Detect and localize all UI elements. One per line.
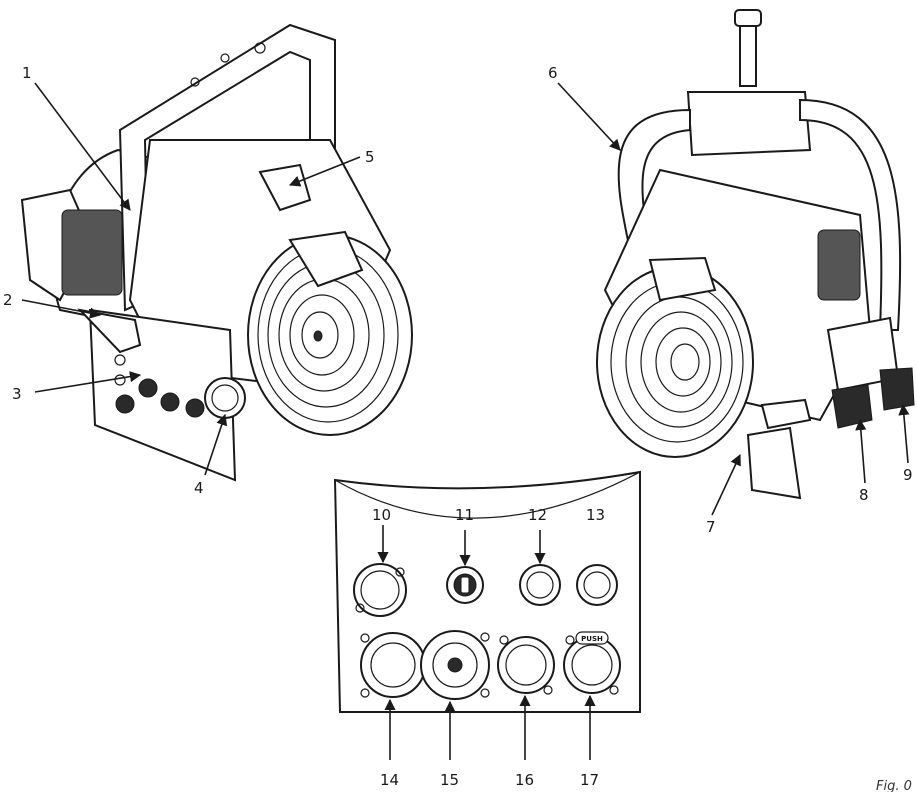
- lock-knob-9: [879, 367, 915, 411]
- lock-knob-8: [831, 384, 873, 429]
- callout-labels: 1 2 3 4 5 6 7 8 9 10 11 12 13 14 15 16 1…: [3, 64, 913, 792]
- yoke-mount: [686, 91, 812, 157]
- connector-14: [360, 632, 426, 698]
- callout-17: 17: [580, 771, 599, 789]
- callout-14: 14: [380, 771, 399, 789]
- spigot-top: [734, 9, 762, 27]
- callout-15: 15: [440, 771, 459, 789]
- connector-panel: PUSH: [333, 470, 641, 713]
- push-tab: [575, 631, 609, 645]
- connector-13: [576, 564, 618, 606]
- connector-12: [519, 564, 561, 606]
- tilt-lever: [77, 308, 142, 354]
- callout-5: 5: [365, 148, 375, 166]
- connector-10: [353, 563, 407, 617]
- right-fixture: [596, 9, 915, 500]
- rear-grip: [746, 426, 802, 500]
- callout-1: 1: [22, 64, 32, 82]
- spigot-shaft: [739, 25, 757, 87]
- figure-label: Fig. 0: [876, 779, 912, 792]
- callout-6: 6: [548, 64, 558, 82]
- callout-10: 10: [372, 506, 391, 524]
- connector-16: [497, 635, 555, 695]
- push-label: PUSH: [581, 635, 603, 643]
- callout-16: 16: [515, 771, 534, 789]
- callout-11: 11: [455, 506, 474, 524]
- callout-8: 8: [859, 486, 869, 504]
- connector-15: [420, 630, 490, 700]
- connector-17: PUSH: [563, 631, 621, 695]
- yoke-right-arm: [799, 98, 902, 331]
- rear-vent: [61, 209, 123, 296]
- side-vent: [817, 229, 861, 301]
- callout-4: 4: [194, 479, 204, 497]
- accessory-clamp: [288, 230, 364, 288]
- callout-3: 3: [12, 385, 22, 403]
- base-box: [88, 308, 237, 482]
- connector-11-fuse: [446, 566, 484, 604]
- leader-lines: [21, 82, 910, 760]
- left-fixture: [20, 23, 413, 482]
- rear-clamp: [648, 256, 717, 302]
- lens-center: [313, 330, 323, 342]
- callout-12: 12: [528, 506, 547, 524]
- callout-7: 7: [706, 518, 716, 536]
- callout-2: 2: [3, 291, 13, 309]
- focus-knob: [204, 377, 246, 419]
- callout-9: 9: [903, 466, 913, 484]
- callout-13: 13: [586, 506, 605, 524]
